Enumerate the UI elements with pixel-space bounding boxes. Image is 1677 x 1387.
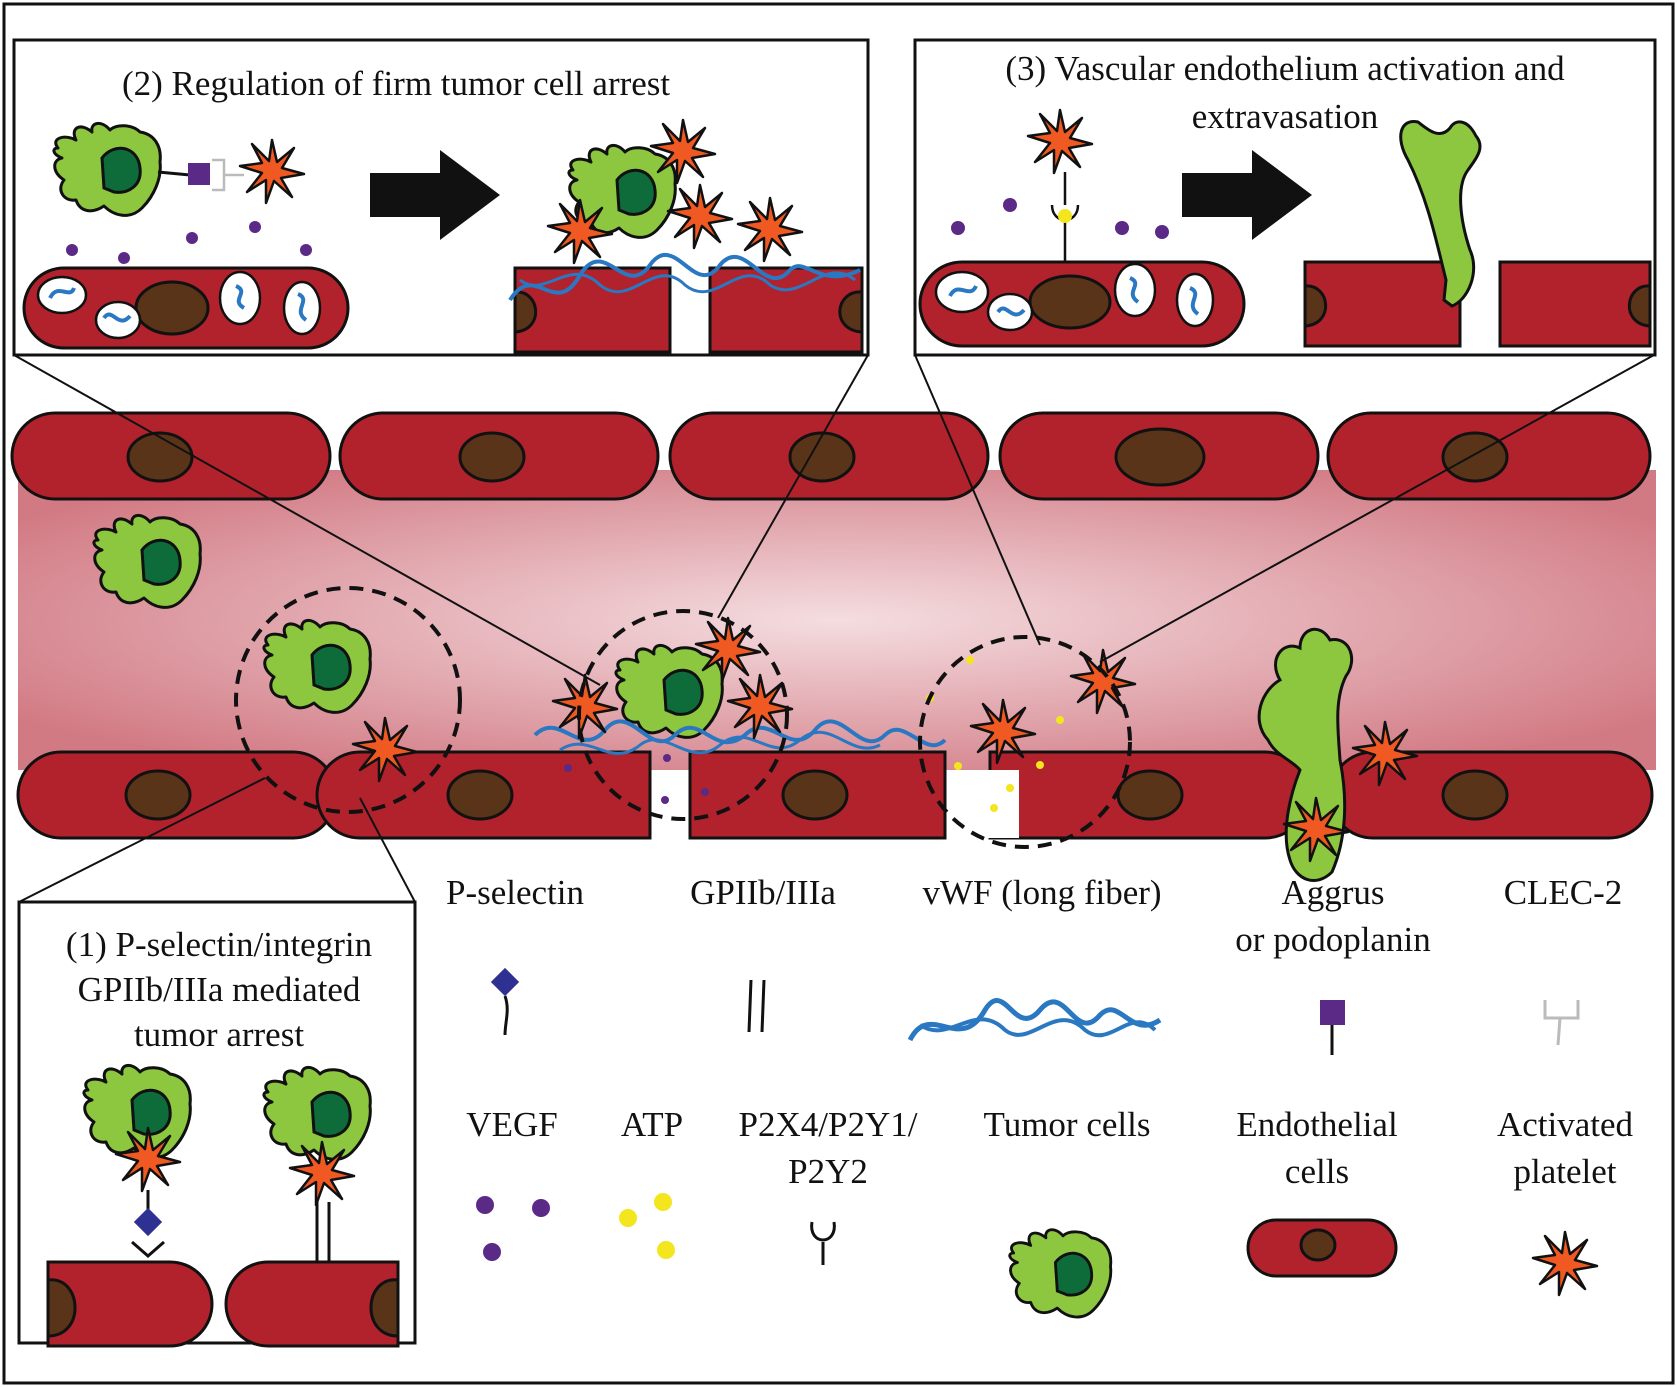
- panel-3-title-line2: extravasation: [1191, 97, 1379, 136]
- legend-p2x-label-line2: P2Y2: [788, 1152, 868, 1191]
- clec2-icon: [1543, 1000, 1580, 1020]
- zoom-connectors: [13, 354, 1655, 903]
- legend-gpiib-label: GPIIb/IIIa: [690, 873, 836, 912]
- tumor-cell-icon: [1008, 1228, 1113, 1319]
- panel-2: [12, 38, 870, 357]
- endothelial-gap: [985, 770, 1019, 838]
- panel-1-title-line2: GPIIb/IIIa mediated: [77, 970, 361, 1009]
- panel-3-title-line1: (3) Vascular endothelium activation and: [1005, 49, 1565, 88]
- platelet-icon: [1531, 1230, 1599, 1297]
- legend-vegf-label: VEGF: [466, 1105, 558, 1144]
- vwf-icon: [907, 998, 1162, 1042]
- panel-3: [913, 38, 1657, 357]
- legend-pselectin-label: P-selectin: [445, 873, 585, 912]
- highlight-circle-3: [918, 635, 1132, 849]
- legend-p2x-label-line1: P2X4/P2Y1/: [738, 1105, 918, 1144]
- panel-1-title-line1: (1) P-selectin/integrin: [65, 925, 373, 964]
- panel-1-title-line3: tumor arrest: [133, 1015, 305, 1054]
- legend-platelet-label-line2: platelet: [1513, 1152, 1617, 1191]
- panel-2-title: (2) Regulation of firm tumor cell arrest: [122, 64, 671, 103]
- highlight-circle-1: [234, 586, 462, 814]
- endothelial-gap: [652, 770, 688, 838]
- legend-aggrus-label-line1: Aggrus: [1281, 873, 1385, 912]
- legend-platelet-label-line1: Activated: [1496, 1105, 1634, 1144]
- panel-1: [17, 900, 417, 1348]
- vwf-fiber: [559, 730, 881, 755]
- blood-vessel: [10, 411, 1656, 840]
- aggrus-icon: [1320, 1000, 1345, 1025]
- legend-icons: [476, 967, 1599, 1319]
- gpiib-icon: [747, 979, 753, 1033]
- legend-endo-label-line1: Endothelial: [1236, 1105, 1398, 1144]
- highlight-circle-2: [577, 609, 789, 821]
- atp-icon: [619, 1193, 675, 1259]
- legend-atp-label: ATP: [620, 1105, 684, 1144]
- legend-vwf-label: vWF (long fiber): [922, 873, 1162, 912]
- pselectin-icon: [490, 967, 520, 997]
- legend-aggrus-label-line2: or podoplanin: [1235, 920, 1431, 959]
- p2x-receptor-icon: [810, 1221, 836, 1242]
- legend-tumor-label: Tumor cells: [983, 1105, 1151, 1144]
- legend-clec2-label: CLEC-2: [1503, 873, 1623, 912]
- vessel-lumen: [18, 470, 1656, 770]
- vegf-icon: [476, 1196, 550, 1261]
- legend-endo-label-line2: cells: [1284, 1152, 1350, 1191]
